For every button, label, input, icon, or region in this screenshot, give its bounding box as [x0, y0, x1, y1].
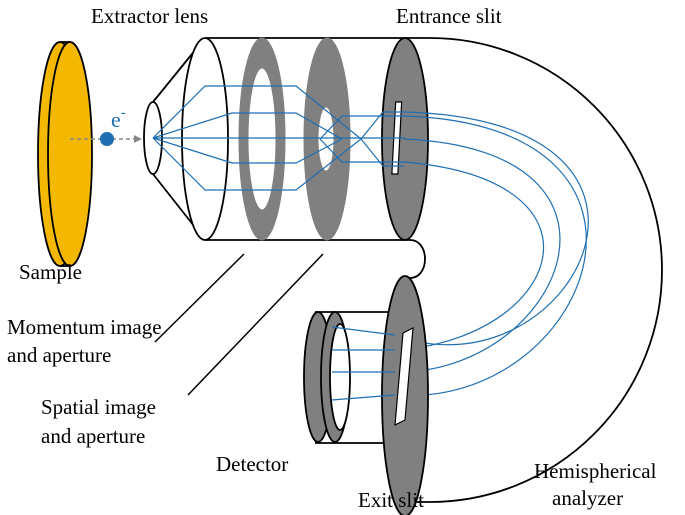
- label-spatial-line1: Spatial image: [41, 395, 156, 419]
- analyzer-trajectories: [394, 111, 589, 397]
- momentum-leader-line: [154, 253, 245, 343]
- label-detector: Detector: [216, 452, 288, 476]
- spatial-aperture: [303, 37, 351, 241]
- momentum-aperture: [238, 37, 286, 241]
- label-extractor-lens: Extractor lens: [91, 4, 208, 28]
- label-sample: Sample: [19, 260, 82, 284]
- hemispherical-analyzer-shell: [405, 37, 663, 503]
- label-exit-slit: Exit slit: [358, 488, 424, 512]
- detector-rays: [331, 326, 396, 401]
- label-entrance-slit: Entrance slit: [396, 4, 502, 28]
- label-hemispherical-line1: Hemispherical: [534, 459, 657, 483]
- spatial-leader-line: [187, 253, 324, 396]
- label-momentum-line1: Momentum image: [7, 315, 162, 339]
- electron-symbol: e-: [111, 105, 126, 132]
- label-momentum-line2: and aperture: [7, 343, 111, 367]
- electron-path-arrowhead: [134, 135, 142, 143]
- electron-dot-icon: [100, 132, 114, 146]
- analyzer-neck: [409, 239, 426, 279]
- exit-slit-opening: [394, 326, 414, 427]
- label-hemispherical-line2: analyzer: [552, 486, 623, 510]
- detector-icon: [303, 311, 408, 444]
- sample-disk-icon: [37, 41, 93, 267]
- lens-rays: [152, 85, 405, 191]
- extractor-lens-ring: [181, 37, 229, 241]
- label-spatial-line2: and aperture: [41, 424, 145, 448]
